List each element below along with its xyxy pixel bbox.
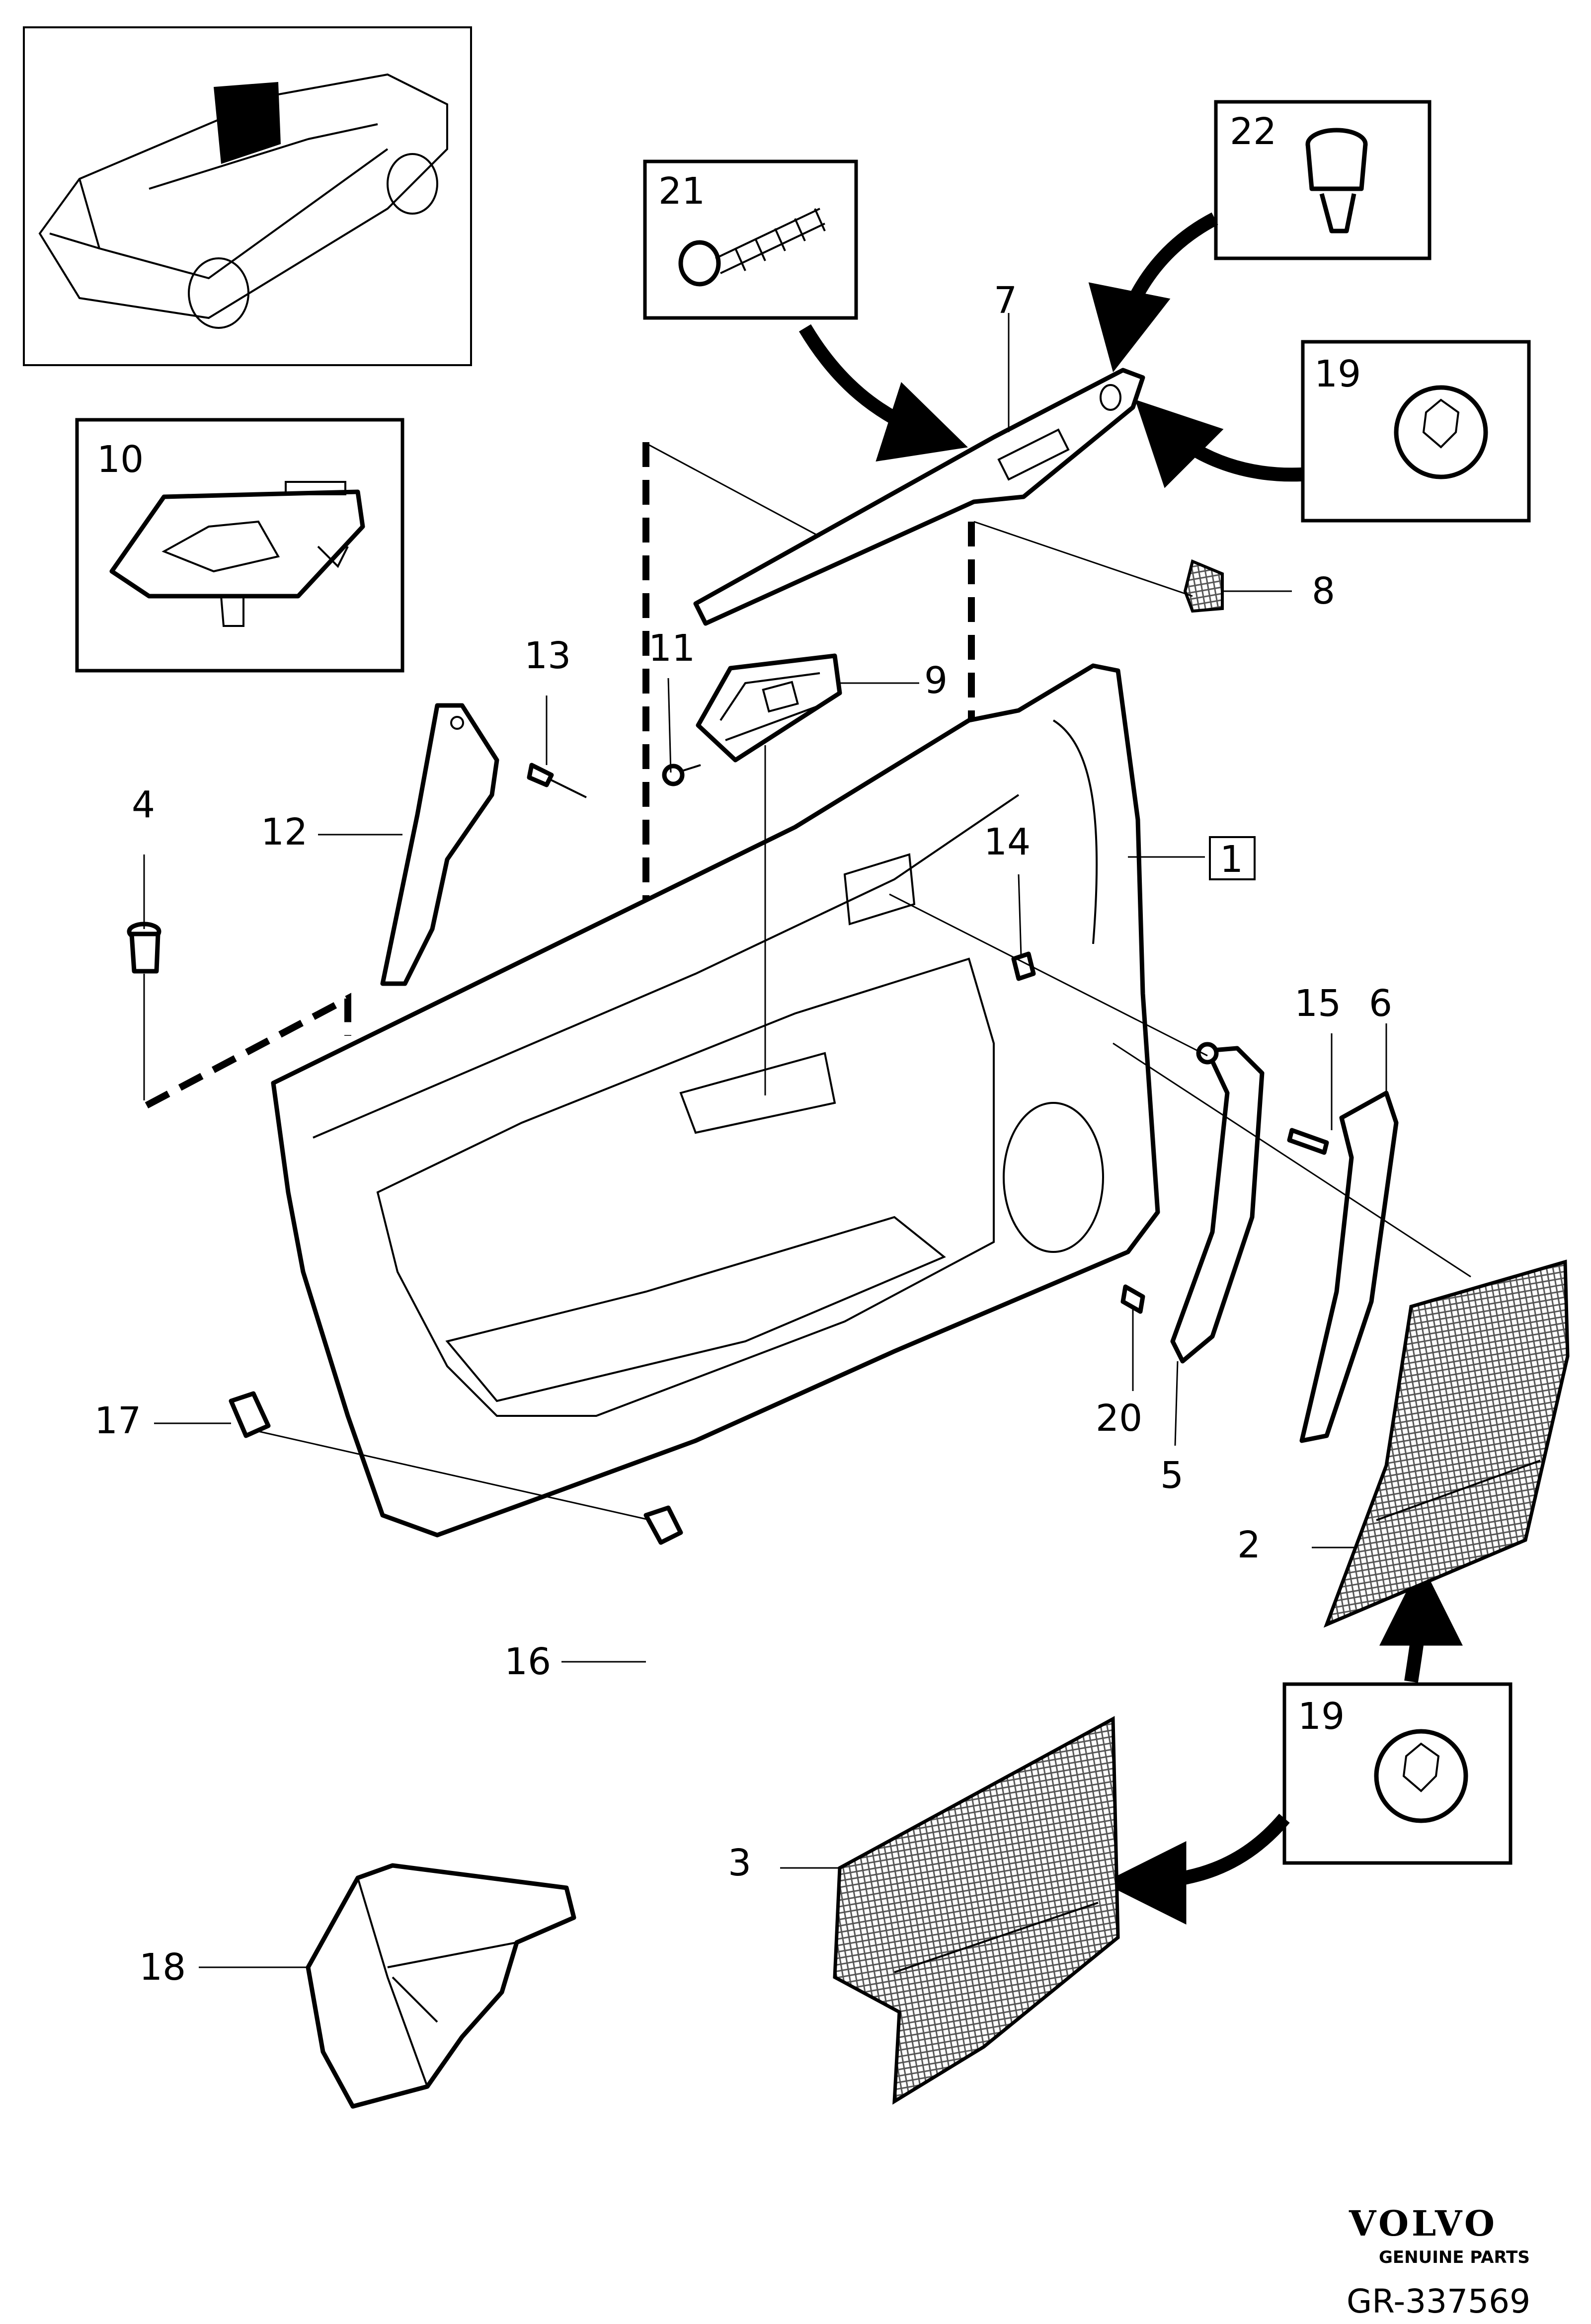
callout-1: 1 [1220, 838, 1243, 881]
inset-box-21: 21 [643, 159, 858, 320]
part-4-clip [127, 922, 161, 974]
brand-subtitle: GENUINE PARTS [1379, 2247, 1530, 2267]
inset-box-22: 22 [1214, 100, 1432, 260]
callout-12: 12 [261, 811, 308, 853]
part-13-pin [527, 763, 587, 798]
callout-13: 13 [524, 634, 571, 677]
callout-labels: 7 8 9 11 13 12 4 14 1 15 6 20 5 2 3 17 1… [94, 279, 1392, 1989]
inset-box-19-bottom: 19 [1282, 1682, 1512, 1865]
inset-box-19-top: 19 [1301, 340, 1531, 523]
part-3-mesh-panel [833, 1716, 1120, 2105]
part-18-pocket [306, 1863, 576, 2109]
vehicle-locator-inset [23, 26, 472, 366]
part-12-bracket [380, 703, 499, 986]
inset-box-10: 10 [75, 418, 404, 673]
callout-9: 9 [924, 659, 948, 702]
callout-11: 11 [648, 627, 695, 670]
callout-19: 19 [1298, 1695, 1345, 1738]
callout-4: 4 [132, 783, 155, 826]
part-9-switch-panel [696, 653, 842, 763]
callout-8: 8 [1312, 570, 1335, 613]
part-7-armrest-panel [693, 368, 1145, 626]
callout-7: 7 [994, 279, 1017, 322]
callout-19: 19 [1314, 353, 1361, 395]
footer: VOLVO GENUINE PARTS GR-337569 [1347, 2203, 1530, 2321]
callout-22: 22 [1230, 110, 1276, 153]
part-16-clip [643, 1505, 683, 1545]
part-17-clip [229, 1391, 271, 1438]
callout-10: 10 [97, 438, 144, 481]
callout-20: 20 [1096, 1397, 1142, 1440]
callout-16: 16 [504, 1640, 551, 1683]
callout-6: 6 [1369, 982, 1392, 1025]
callout-21: 21 [658, 170, 705, 213]
brand-logo: VOLVO [1349, 2203, 1498, 2244]
inset-arrows [798, 212, 1463, 1925]
callout-18: 18 [139, 1946, 186, 1989]
part-8-mesh-panel [1183, 559, 1224, 613]
callout-14: 14 [984, 821, 1031, 863]
callout-5: 5 [1160, 1454, 1184, 1497]
part-11-screw [662, 764, 701, 786]
part-2-mesh-panel [1323, 1259, 1570, 1628]
part-20-screw [1120, 1284, 1145, 1314]
callout-15: 15 [1294, 982, 1341, 1025]
leader-lines [143, 313, 1471, 1968]
part-1-door-panel [271, 663, 1160, 1538]
callout-3: 3 [728, 1842, 751, 1884]
callout-2: 2 [1237, 1524, 1261, 1566]
part-6-trim [1299, 1090, 1399, 1443]
diagram-code: GR-337569 [1347, 2282, 1530, 2321]
callout-17: 17 [94, 1399, 141, 1442]
part-15-screw [1287, 1128, 1329, 1155]
